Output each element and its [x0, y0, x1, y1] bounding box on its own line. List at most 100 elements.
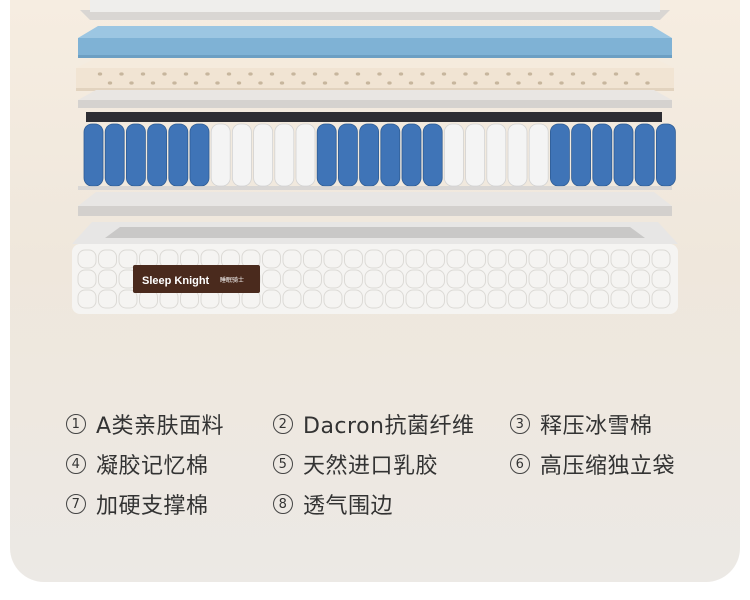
number-badge: 2	[273, 414, 293, 434]
ventilation-hole	[172, 81, 177, 85]
quilt-tuft	[651, 269, 671, 289]
pocket-coil	[316, 123, 337, 187]
quilt-tuft	[98, 249, 117, 269]
quilt-tuft	[446, 289, 466, 309]
ventilation-hole	[537, 81, 543, 85]
pocket-coil	[359, 123, 380, 187]
ventilation-hole	[494, 81, 500, 85]
legend-item: 4 凝胶记忆棉	[66, 448, 209, 480]
quilt-tuft	[631, 269, 650, 289]
pocket-coil	[147, 123, 168, 187]
legend-label: 透气围边	[303, 494, 394, 519]
pocket-coil	[422, 123, 443, 187]
pocket-coil	[550, 123, 570, 187]
ventilation-hole	[269, 72, 275, 76]
quilt-tuft	[405, 269, 425, 289]
quilt-tuft	[282, 289, 302, 309]
brand-logo-text: Sleep Knight	[142, 275, 210, 287]
ventilation-hole	[140, 72, 146, 76]
ventilation-hole	[312, 72, 318, 76]
quilt-tuft	[528, 289, 548, 309]
legend-label: 释压冰雪棉	[540, 414, 653, 439]
legend-item: 5 天然进口乳胶	[273, 448, 438, 480]
legend-item: 6 高压缩独立袋	[510, 448, 675, 480]
ventilation-hole	[377, 72, 382, 76]
ventilation-hole	[623, 81, 629, 85]
ventilation-hole	[150, 81, 156, 85]
pocket-coil	[83, 123, 104, 187]
quilt-tuft	[446, 249, 466, 269]
legend-item: 3 释压冰雪棉	[510, 408, 653, 440]
quilt-tuft	[262, 249, 281, 269]
pocket-spring-layer	[78, 112, 676, 190]
bottom-foam-layer	[78, 192, 672, 216]
legend-item: 7 加硬支撑棉	[66, 488, 209, 520]
pocket-coil	[613, 123, 634, 187]
ventilation-hole	[107, 81, 113, 85]
pocket-coil	[401, 123, 422, 187]
ventilation-hole	[291, 72, 296, 76]
ventilation-hole	[580, 81, 586, 85]
quilt-tuft	[549, 289, 568, 309]
quilt-tuft	[467, 269, 486, 289]
quilt-tuft	[364, 249, 384, 269]
number-badge: 7	[66, 494, 86, 514]
quilt-tuft	[528, 249, 548, 269]
number-badge: 3	[510, 414, 530, 434]
quilt-tuft	[487, 249, 507, 269]
quilt-tuft	[303, 289, 322, 309]
ventilation-hole	[570, 72, 576, 76]
ventilation-hole	[301, 81, 306, 85]
ventilation-hole	[97, 72, 103, 76]
pocket-coil	[507, 123, 528, 187]
quilt-tuft	[385, 249, 404, 269]
quilt-tuft	[590, 289, 609, 309]
ventilation-hole	[613, 72, 619, 76]
pocket-coil	[126, 123, 146, 187]
quilt-tuft	[118, 289, 138, 309]
pocket-coil	[465, 123, 486, 187]
quilt-tuft	[303, 269, 322, 289]
quilt-tuft	[364, 289, 384, 309]
ventilation-hole	[258, 81, 263, 85]
legend-label: 高压缩独立袋	[540, 454, 676, 479]
quilt-tuft	[426, 289, 445, 309]
pocket-coil	[210, 123, 231, 187]
legend-item: 2 Dacron抗菌纤维	[273, 408, 474, 440]
legend-item: 1 A类亲肤面料	[66, 408, 224, 440]
quilt-tuft	[569, 269, 589, 289]
quilt-tuft	[651, 249, 671, 269]
ventilation-hole	[516, 81, 521, 85]
quilt-tuft	[118, 249, 138, 269]
legend-label: 天然进口乳胶	[303, 454, 439, 479]
mattress-base: Sleep Knight 睡眠骑士	[72, 222, 678, 314]
ventilation-hole	[248, 72, 253, 76]
ventilation-hole	[365, 81, 371, 85]
legend-label: A类亲肤面料	[96, 414, 225, 439]
legend-item: 8 透气围边	[273, 488, 393, 520]
quilt-tuft	[385, 289, 404, 309]
ventilation-hole	[355, 72, 361, 76]
quilt-tuft	[364, 269, 384, 289]
pocket-coil	[253, 123, 274, 187]
ventilation-hole	[129, 81, 134, 85]
number-badge: 8	[273, 494, 293, 514]
quilt-tuft	[282, 249, 302, 269]
quilt-tuft	[549, 269, 568, 289]
ventilation-hole	[506, 72, 511, 76]
quilt-tuft	[98, 289, 117, 309]
ventilation-hole	[549, 72, 554, 76]
ventilation-hole	[322, 81, 328, 85]
ventilation-hole	[334, 72, 339, 76]
quilt-tuft	[590, 249, 609, 269]
quilt-tuft	[77, 289, 97, 309]
pocket-coil	[274, 123, 295, 187]
pocket-coil	[380, 123, 401, 187]
ventilation-hole	[344, 81, 349, 85]
ventilation-hole	[215, 81, 220, 85]
quilt-tuft	[77, 269, 97, 289]
pocket-coil	[168, 123, 189, 187]
mattress-exploded-view: Sleep Knight 睡眠骑士	[72, 0, 678, 314]
legend-label: 加硬支撑棉	[96, 494, 209, 519]
quilt-tuft	[77, 249, 97, 269]
